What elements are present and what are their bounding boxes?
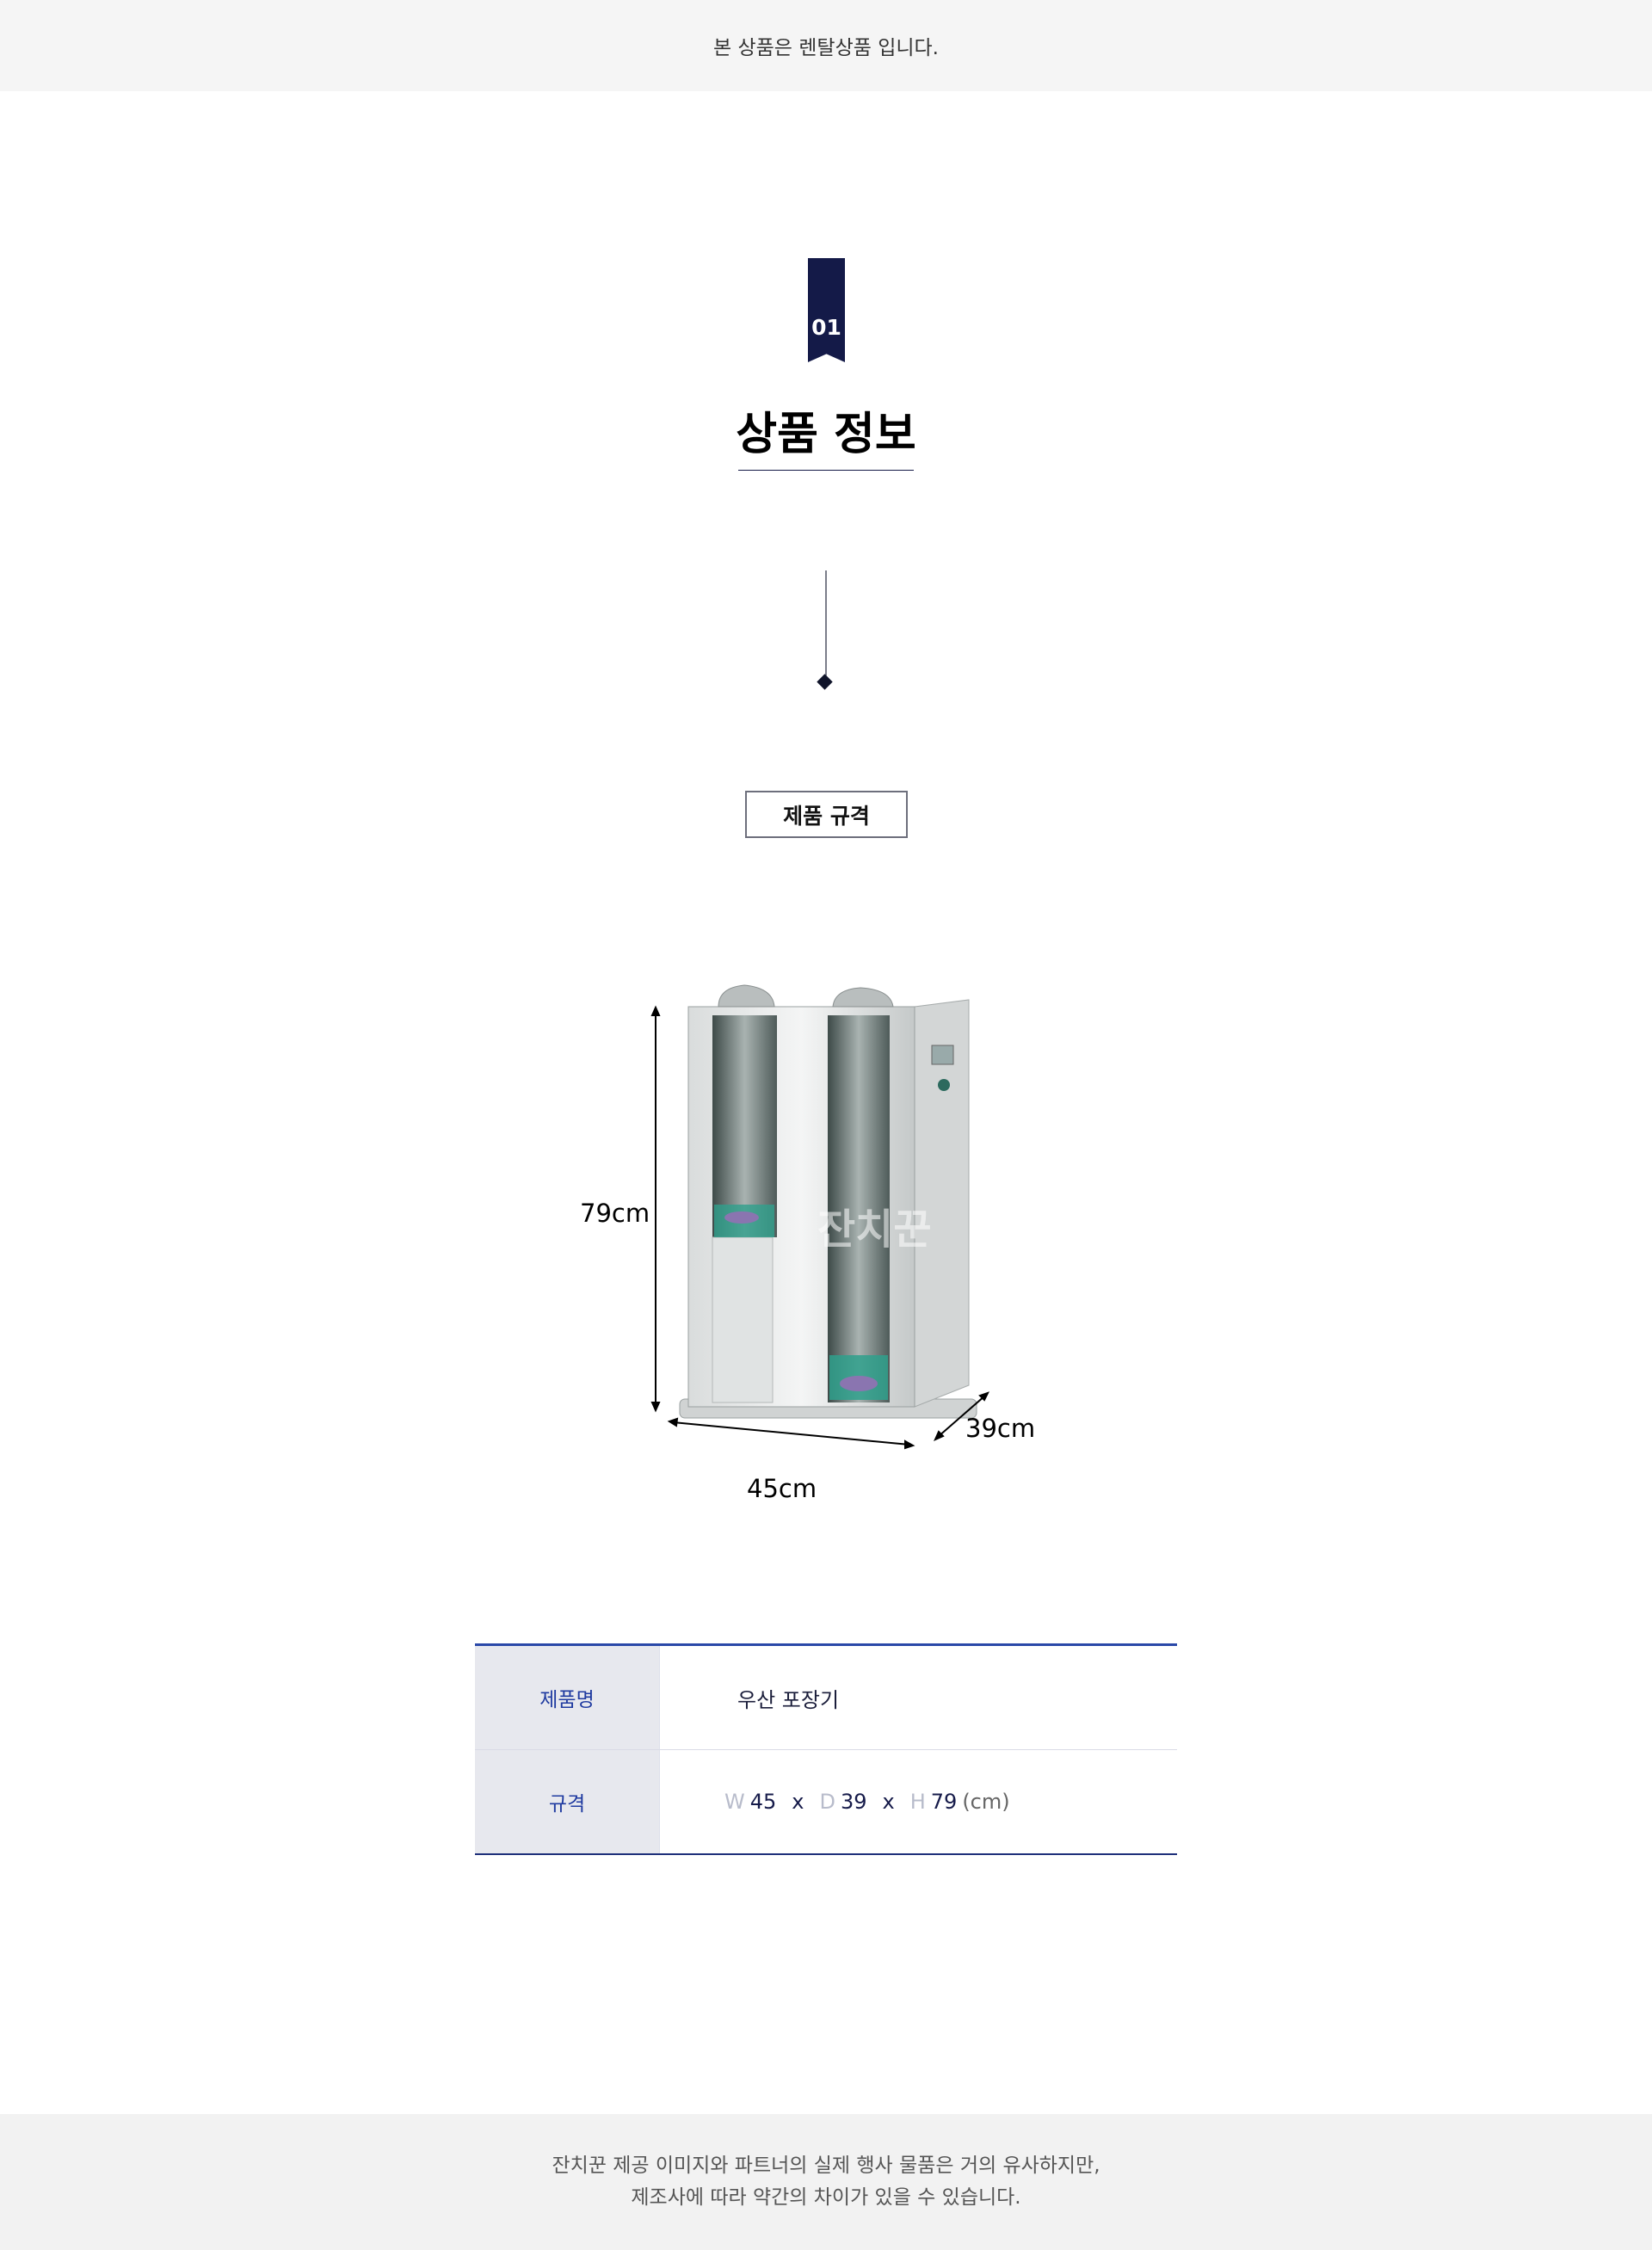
depth-label: 39cm [965,1414,1035,1443]
width-key: W [724,1790,745,1814]
diamond-icon [817,674,833,690]
height-label: 79cm [580,1199,650,1228]
rental-notice-bar: 본 상품은 렌탈상품 입니다. [0,0,1652,91]
depth-key: D [819,1790,835,1814]
spec-heading: 제품 규격 [745,791,908,838]
disclaimer-line: 잔치꾼 제공 이미지와 파트너의 실제 행사 물품은 거의 유사하지만, [552,2154,1100,2177]
section-number: 01 [811,315,841,340]
height-key: H [909,1790,926,1814]
unit: (cm) [962,1790,1010,1814]
height-value: 79 [930,1790,958,1814]
disclaimer-line: 제조사에 따라 약간의 차이가 있을 수 있습니다. [631,2186,1021,2209]
separator: x [882,1790,895,1814]
depth-value: 39 [840,1790,867,1814]
section-number-ribbon: 01 [808,258,845,362]
umbrella-wrapper-illustration: 잔치꾼 [679,984,977,1419]
row-label: 제품명 [475,1646,660,1749]
divider-line [825,570,827,675]
table-row: 제품명 우산 포장기 [475,1646,1177,1749]
title-underline [738,470,914,471]
width-label: 45cm [747,1474,817,1503]
row-label: 규격 [475,1750,660,1853]
page-title: 상품 정보 [736,409,916,460]
row-value: 우산 포장기 [737,1687,840,1712]
watermark: 잔치꾼 [817,1205,931,1254]
separator: x [792,1790,804,1814]
dimension-arrows [650,1005,989,1450]
product-image: 잔치꾼 79cm 45cm 39cm [580,984,1035,1503]
rental-notice: 본 상품은 렌탈상품 입니다. [712,37,939,59]
disclaimer-footer: 잔치꾼 제공 이미지와 파트너의 실제 행사 물품은 거의 유사하지만, 제조사… [0,2114,1652,2250]
width-value: 45 [749,1790,777,1814]
